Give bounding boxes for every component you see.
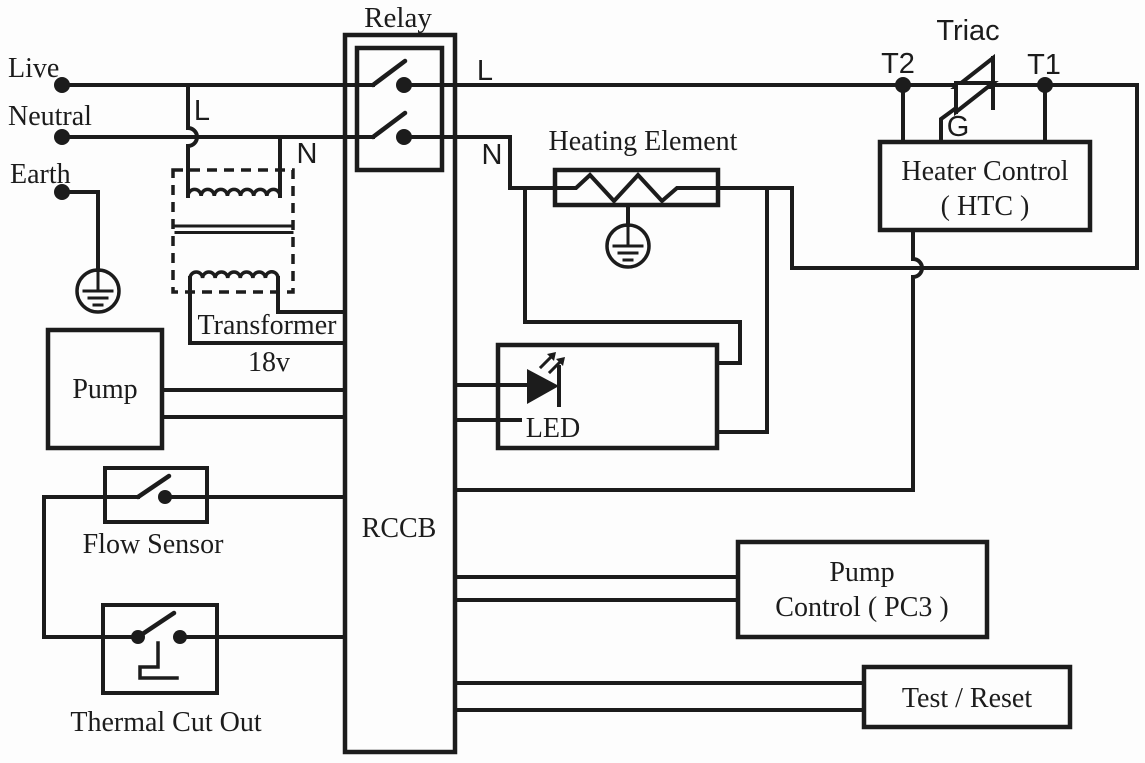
pump-box <box>45 327 165 451</box>
neutral-to-led-branch <box>523 186 742 365</box>
flow-sensor-contact-dot <box>158 490 172 504</box>
earth-circle <box>75 268 121 314</box>
label-transformer-rating: 18v <box>248 347 290 378</box>
triac-triangle-lower <box>954 81 999 117</box>
relay-live-contact <box>370 58 412 93</box>
label-triac: Triac <box>936 15 999 47</box>
relay-live-contact-dot <box>396 77 412 93</box>
label-triac-t2: T2 <box>881 48 915 80</box>
thermal-switch-blade <box>135 610 177 640</box>
flow-sensor-switch-blade <box>135 473 172 500</box>
earth-electrode-icon <box>75 268 121 314</box>
label-neutral: Neutral <box>8 101 92 132</box>
primary-coil <box>186 187 282 198</box>
label-pump-control-line2: Control ( PC3 ) <box>775 592 948 623</box>
switched-live-wire <box>402 83 1139 270</box>
heater-control-box <box>877 139 1093 233</box>
label-heating-element: Heating Element <box>549 126 738 157</box>
label-heater-control-line2: ( HTC ) <box>941 191 1030 222</box>
label-pump-control-line1: Pump <box>829 557 894 588</box>
test-reset-box <box>861 664 1073 730</box>
secondary-right-lead <box>276 276 347 314</box>
label-led: LED <box>526 413 580 444</box>
triac-t1-dot <box>1037 77 1053 93</box>
triac-symbol <box>950 53 999 117</box>
led-emission-arrows-icon <box>538 352 565 375</box>
switched-neutral-wire <box>402 135 557 190</box>
transformer-dashed-box <box>171 168 295 294</box>
triac-gate-wire <box>939 105 959 144</box>
live-terminal-dot <box>54 77 70 93</box>
element-earth-icon <box>605 203 651 269</box>
led-symbol <box>527 352 565 407</box>
led-arrow-1-head <box>547 352 556 361</box>
label-pump: Pump <box>72 374 137 405</box>
marker-l-switched: L <box>477 55 493 87</box>
label-rccb: RCCB <box>362 513 437 544</box>
relay-live-switch-blade <box>370 58 408 88</box>
label-transformer: Transformer <box>198 310 338 341</box>
secondary-coil <box>188 269 280 280</box>
marker-n-primary: N <box>297 138 318 170</box>
relay-neutral-switch-blade <box>370 110 408 140</box>
led-arrow-2-head <box>556 357 565 366</box>
flow-sensor-contact <box>135 473 172 504</box>
marker-n-switched: N <box>482 139 503 171</box>
triac-t2-dot <box>895 77 911 93</box>
flow-sensor-box <box>103 466 209 524</box>
thermal-contact-dot-right <box>173 630 187 644</box>
label-heater-control-line1: Heater Control <box>901 156 1068 187</box>
led-box <box>495 342 720 451</box>
relay-neutral-contact <box>370 110 412 145</box>
rccb-htc-wire <box>453 228 924 492</box>
label-relay: Relay <box>364 2 432 34</box>
thermal-cut-out-box <box>101 603 219 695</box>
label-triac-t1: T1 <box>1027 49 1061 81</box>
secondary-left-lead <box>188 276 347 345</box>
thermal-contact <box>131 610 187 680</box>
resistor-zigzag <box>555 172 718 204</box>
transformer-symbol <box>171 168 295 294</box>
element-to-led-wire <box>715 186 769 434</box>
neutral-terminal-dot <box>54 129 70 145</box>
thermal-bimetal-step <box>138 641 179 680</box>
relay-box <box>354 45 445 173</box>
label-earth: Earth <box>10 159 71 190</box>
earth-terminal-dot <box>54 184 70 200</box>
label-test-reset: Test / Reset <box>902 683 1032 714</box>
earth-wire <box>60 190 100 272</box>
relay-neutral-contact-dot <box>396 129 412 145</box>
label-triac-gate: G <box>947 111 970 143</box>
label-flow-sensor: Flow Sensor <box>83 529 224 560</box>
live-primary-branch <box>186 83 199 198</box>
label-thermal-cut-out: Thermal Cut Out <box>70 707 262 738</box>
rccb-box <box>342 32 458 755</box>
pump-control-box <box>735 539 990 640</box>
element-earth-circle <box>605 223 651 269</box>
led-triangle-icon <box>527 369 559 404</box>
label-live: Live <box>8 53 59 84</box>
marker-l-primary: L <box>194 95 210 127</box>
wiring <box>42 83 1139 712</box>
